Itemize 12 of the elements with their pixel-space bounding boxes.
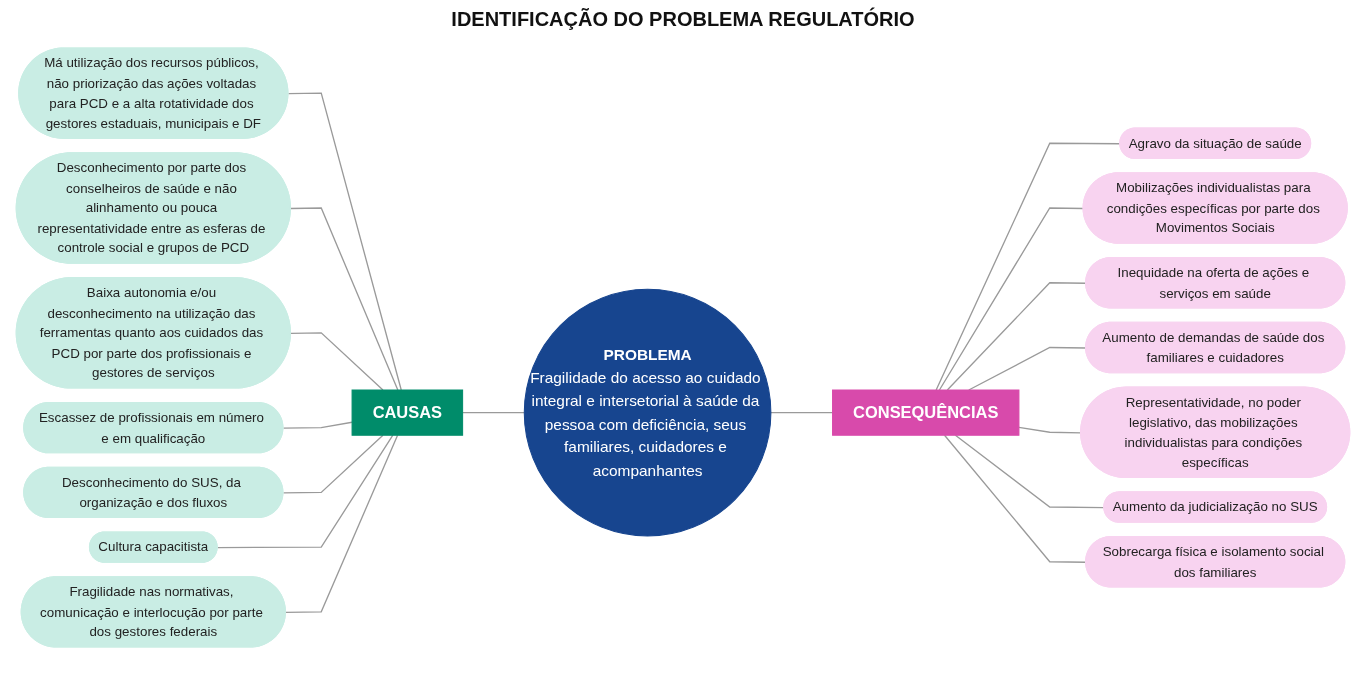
connector <box>282 434 384 494</box>
connector <box>290 207 399 391</box>
connector <box>290 332 384 391</box>
node-box: CAUSAS <box>351 389 464 436</box>
connector <box>285 434 399 614</box>
connector <box>287 92 402 391</box>
node-box: CONSEQUÊNCIAS <box>832 389 1020 436</box>
connector <box>282 421 353 429</box>
connector <box>938 207 1085 391</box>
diagram-title: IDENTIFICAÇÃO DO PROBLEMA REGULATÓRIO <box>450 8 916 31</box>
connector <box>217 434 394 549</box>
node-circle: PROBLEMA Fragilidade do acesso ao cuidado integral e intersetorial à saúde da pessoa com deficiência, seus familiares, cuidadores e acompanhantes <box>523 288 772 537</box>
